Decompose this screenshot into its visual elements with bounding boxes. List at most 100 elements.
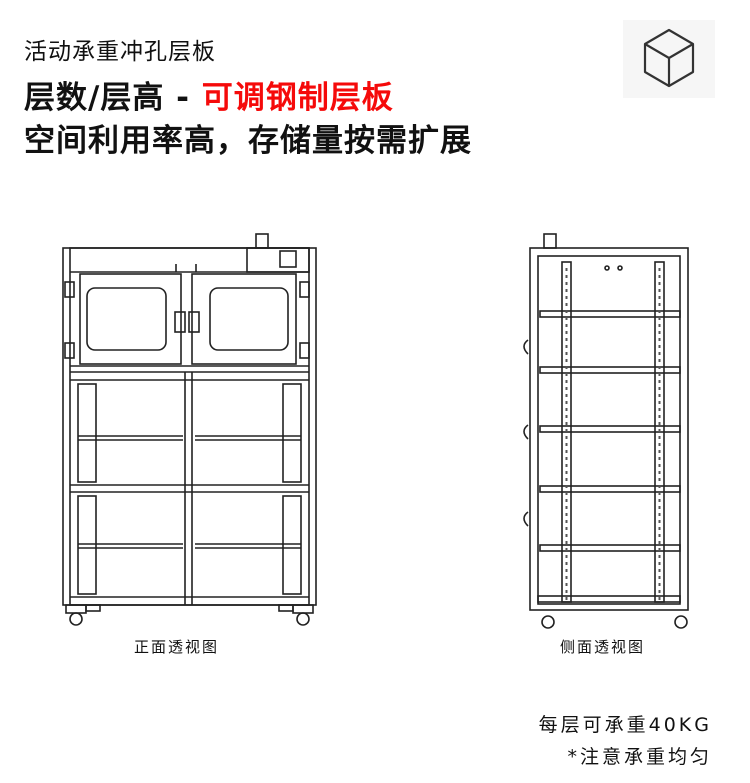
perforation-hole — [658, 345, 661, 348]
perforation-hole — [565, 282, 568, 285]
perforation-hole — [658, 492, 661, 495]
perforation-hole — [565, 331, 568, 334]
side-view-drawing — [523, 233, 689, 629]
perforation-hole — [565, 359, 568, 362]
perforation-hole — [565, 415, 568, 418]
perforation-hole — [658, 436, 661, 439]
perforation-hole — [658, 373, 661, 376]
perforation-hole — [658, 324, 661, 327]
perforation-hole — [565, 303, 568, 306]
perforation-hole — [565, 317, 568, 320]
perforation-hole — [658, 429, 661, 432]
perforation-hole — [565, 527, 568, 530]
perforation-hole — [565, 562, 568, 565]
perforation-hole — [658, 534, 661, 537]
perforation-hole — [565, 569, 568, 572]
perforation-hole — [565, 401, 568, 404]
perforation-hole — [658, 380, 661, 383]
perforation-hole — [565, 352, 568, 355]
perforation-hole — [658, 443, 661, 446]
perforation-hole — [658, 338, 661, 341]
perforation-hole — [565, 394, 568, 397]
load-capacity-note: 每层可承重40KG — [538, 714, 712, 736]
perforation-hole — [658, 268, 661, 271]
perforation-hole — [565, 268, 568, 271]
perforation-hole — [658, 310, 661, 313]
perforation-hole — [565, 485, 568, 488]
perforation-hole — [565, 443, 568, 446]
perforation-hole — [565, 366, 568, 369]
perforation-hole — [565, 429, 568, 432]
perforation-hole — [565, 555, 568, 558]
perforation-hole — [565, 464, 568, 467]
tagline: 空间利用率高，存储量按需扩展 — [24, 123, 472, 159]
perforation-hole — [565, 506, 568, 509]
perforation-hole — [658, 506, 661, 509]
load-warning-note: *注意承重均匀 — [567, 746, 712, 768]
perforation-hole — [658, 576, 661, 579]
perforation-hole — [658, 548, 661, 551]
perforation-hole — [658, 303, 661, 306]
front-view-caption: 正面透视图 — [134, 638, 220, 656]
perforation-hole — [565, 499, 568, 502]
perforation-hole — [658, 527, 661, 530]
perforation-hole — [658, 583, 661, 586]
perforation-hole — [658, 597, 661, 600]
subtitle: 活动承重冲孔层板 — [24, 39, 216, 65]
perforation-hole — [658, 513, 661, 516]
perforation-hole — [565, 436, 568, 439]
cube-icon — [623, 20, 715, 98]
perforation-hole — [658, 331, 661, 334]
perforation-hole — [658, 541, 661, 544]
perforation-hole — [658, 485, 661, 488]
perforation-hole — [565, 408, 568, 411]
perforation-hole — [565, 275, 568, 278]
perforation-hole — [565, 387, 568, 390]
perforation-hole — [565, 338, 568, 341]
perforation-hole — [565, 548, 568, 551]
title-prefix: 层数/层高 - — [24, 80, 202, 116]
perforation-hole — [565, 471, 568, 474]
perforation-hole — [658, 408, 661, 411]
perforation-hole — [565, 422, 568, 425]
perforation-hole — [565, 450, 568, 453]
perforation-hole — [658, 590, 661, 593]
perforation-hole — [565, 583, 568, 586]
perforation-hole — [658, 275, 661, 278]
perforation-hole — [565, 373, 568, 376]
perforation-hole — [658, 499, 661, 502]
perforation-hole — [658, 317, 661, 320]
perforation-hole — [658, 296, 661, 299]
perforation-hole — [565, 457, 568, 460]
perforation-hole — [658, 422, 661, 425]
perforation-hole — [658, 401, 661, 404]
perforation-hole — [565, 576, 568, 579]
title-highlight: 可调钢制层板 — [201, 80, 394, 116]
perforation-hole — [565, 520, 568, 523]
perforation-hole — [565, 380, 568, 383]
perforation-hole — [565, 590, 568, 593]
perforation-hole — [565, 513, 568, 516]
perforation-hole — [658, 282, 661, 285]
perforation-hole — [658, 464, 661, 467]
perforation-hole — [658, 415, 661, 418]
perforation-hole — [658, 520, 661, 523]
perforation-hole — [565, 541, 568, 544]
page-title: 层数/层高 - 可调钢制层板 — [24, 72, 394, 117]
perforation-hole — [565, 296, 568, 299]
perforation-hole — [658, 387, 661, 390]
perforation-hole — [658, 366, 661, 369]
side-view-caption: 侧面透视图 — [560, 638, 646, 656]
perforation-hole — [658, 352, 661, 355]
perforation-hole — [658, 394, 661, 397]
perforation-hole — [658, 562, 661, 565]
perforation-hole — [658, 569, 661, 572]
perforation-hole — [565, 345, 568, 348]
perforation-hole — [565, 597, 568, 600]
perforation-hole — [565, 324, 568, 327]
perforation-hole — [658, 359, 661, 362]
perforation-hole — [565, 492, 568, 495]
perforation-hole — [658, 478, 661, 481]
perforation-hole — [658, 555, 661, 558]
perforation-hole — [658, 457, 661, 460]
